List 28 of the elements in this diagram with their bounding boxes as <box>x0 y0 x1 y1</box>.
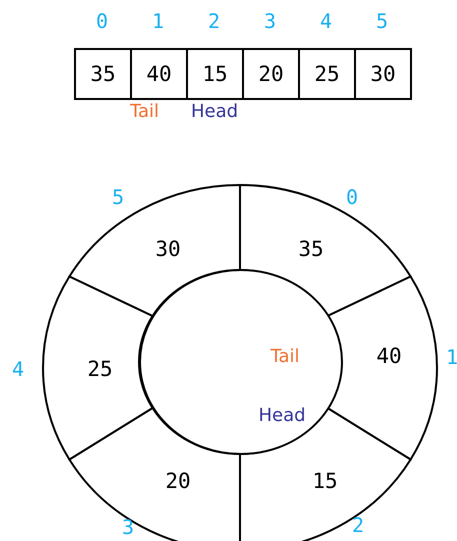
index-label: 0 <box>346 185 358 209</box>
array-cell: 20 <box>242 48 300 100</box>
index-label: 1 <box>152 9 164 33</box>
array-cell: 25 <box>298 48 356 100</box>
index-label: 5 <box>376 9 388 33</box>
index-label: 2 <box>208 9 220 33</box>
index-label: 4 <box>12 357 24 381</box>
cell-value: 15 <box>312 469 338 493</box>
pointer-label: Tail <box>130 101 160 122</box>
array-cell: 15 <box>186 48 244 100</box>
index-label: 2 <box>352 513 364 537</box>
cell-value: 35 <box>298 237 324 261</box>
index-label: 3 <box>264 9 276 33</box>
pointer-label: Tail <box>270 346 300 367</box>
index-label: 4 <box>320 9 332 33</box>
array-cell: 40 <box>130 48 188 100</box>
cell-value: 20 <box>165 469 191 493</box>
array-cell: 35 <box>74 48 132 100</box>
cell-value: 40 <box>376 344 402 368</box>
index-label: 5 <box>112 185 124 209</box>
array-cell: 30 <box>354 48 412 100</box>
cell-value: 25 <box>87 357 113 381</box>
pointer-label: Head <box>191 101 238 122</box>
index-label: 3 <box>122 515 134 539</box>
index-label: 0 <box>96 9 108 33</box>
cell-value: 30 <box>155 237 181 261</box>
index-label: 1 <box>446 345 457 369</box>
pointer-label: Head <box>258 405 306 426</box>
